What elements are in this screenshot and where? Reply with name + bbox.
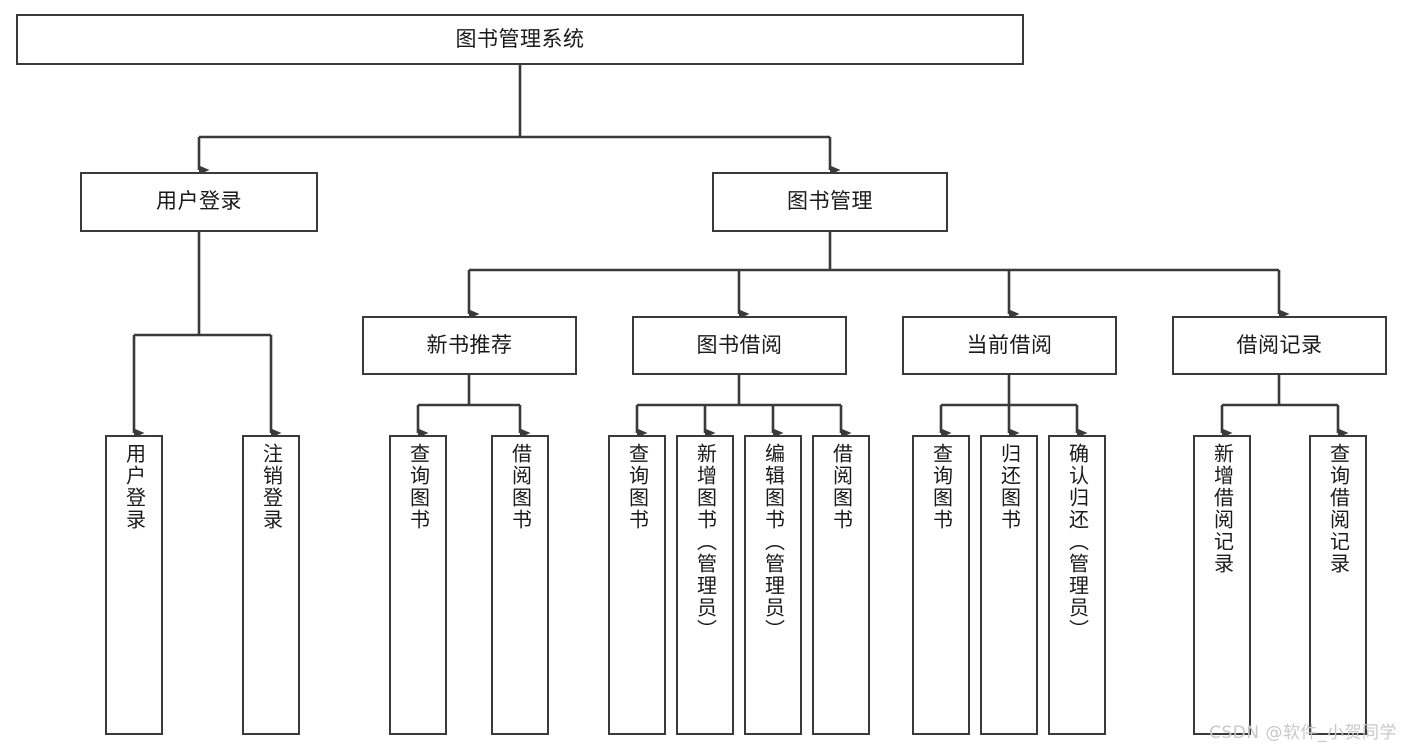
leaf-user-login-logout[interactable]: 注销登录 <box>242 435 300 735</box>
watermark-text: CSDN @软件_小贺同学 <box>1209 723 1397 743</box>
leaf-borrow-edit-book[interactable]: 编辑图书（管理员） <box>744 435 802 735</box>
node-borrow-record[interactable]: 借阅记录 <box>1172 316 1387 375</box>
leaf-record-query[interactable]: 查询借阅记录 <box>1309 435 1367 735</box>
leaf-label: 确认归还（管理员） <box>1065 443 1090 641</box>
leaf-label: 查询借阅记录 <box>1326 443 1351 575</box>
leaf-label: 编辑图书（管理员） <box>761 443 786 641</box>
leaf-label: 用户登录 <box>122 443 147 531</box>
node-book-borrow[interactable]: 图书借阅 <box>632 316 847 375</box>
node-book-management[interactable]: 图书管理 <box>712 172 948 232</box>
leaf-new-book-borrow[interactable]: 借阅图书 <box>491 435 549 735</box>
leaf-label: 查询图书 <box>406 443 431 531</box>
leaf-borrow-add-book[interactable]: 新增图书（管理员） <box>676 435 734 735</box>
node-current-borrow[interactable]: 当前借阅 <box>902 316 1117 375</box>
leaf-borrow-query-book[interactable]: 查询图书 <box>608 435 666 735</box>
leaf-label: 查询图书 <box>929 443 954 531</box>
node-current-borrow-label: 当前借阅 <box>966 332 1053 357</box>
leaf-label: 新增图书（管理员） <box>693 443 718 641</box>
node-root[interactable]: 图书管理系统 <box>16 14 1024 65</box>
leaf-current-confirm-return[interactable]: 确认归还（管理员） <box>1048 435 1106 735</box>
leaf-label: 注销登录 <box>259 443 284 531</box>
leaf-current-query-book[interactable]: 查询图书 <box>912 435 970 735</box>
leaf-label: 新增借阅记录 <box>1210 443 1235 575</box>
leaf-record-add[interactable]: 新增借阅记录 <box>1193 435 1251 735</box>
node-borrow-record-label: 借阅记录 <box>1236 332 1323 357</box>
leaf-user-login-login[interactable]: 用户登录 <box>105 435 163 735</box>
leaf-label: 查询图书 <box>625 443 650 531</box>
node-user-login-label: 用户登录 <box>156 189 242 214</box>
leaf-label: 归还图书 <box>997 443 1022 531</box>
leaf-new-book-query[interactable]: 查询图书 <box>389 435 447 735</box>
node-user-login[interactable]: 用户登录 <box>80 172 318 232</box>
node-new-book-recommend[interactable]: 新书推荐 <box>362 316 577 375</box>
node-book-borrow-label: 图书借阅 <box>696 332 783 357</box>
leaf-label: 借阅图书 <box>508 443 533 531</box>
leaf-current-return-book[interactable]: 归还图书 <box>980 435 1038 735</box>
leaf-label: 借阅图书 <box>829 443 854 531</box>
node-new-book-recommend-label: 新书推荐 <box>426 332 513 357</box>
leaf-borrow-borrow-book[interactable]: 借阅图书 <box>812 435 870 735</box>
node-book-management-label: 图书管理 <box>787 189 873 214</box>
node-root-label: 图书管理系统 <box>455 26 585 51</box>
